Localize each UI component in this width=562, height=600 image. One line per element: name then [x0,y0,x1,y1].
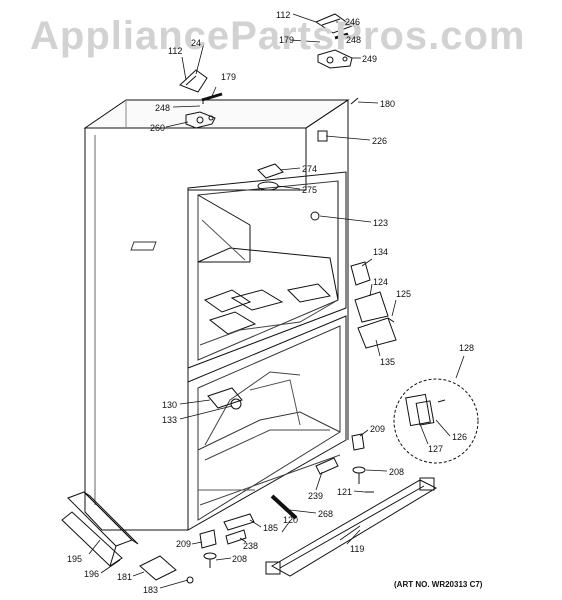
callout-196: 196 [84,569,100,579]
part-275-shape [257,181,279,191]
part-209-right-shape [351,433,365,451]
leader-lines [88,13,465,589]
callout-239: 239 [308,491,324,501]
spring-179b-part [334,32,349,40]
callout-124: 124 [373,277,389,287]
callout-179: 179 [279,35,295,45]
part-209-left-shape [199,529,217,549]
part-119-rail [265,477,438,577]
callout-246: 246 [345,17,361,27]
callout-180: 180 [380,99,396,109]
callout-119: 119 [350,544,365,554]
part-226-shape [317,130,328,142]
callout-248: 248 [155,103,171,113]
top-hinge-left [179,69,216,129]
callout-274: 274 [302,164,318,174]
callout-24: 24 [191,38,202,48]
callout-112: 112 [276,10,291,20]
callout-179: 179 [221,72,237,82]
part-195-grille [61,491,139,567]
callout-209: 209 [176,539,192,549]
callout-268: 268 [318,509,334,519]
freezer-compartment [187,315,347,531]
part-208-right-shape [352,466,366,484]
watermark-text: AppliancePartsPros.com [30,14,526,58]
callout-238: 238 [243,541,259,551]
callout-121: 121 [337,487,353,497]
callout-260: 260 [150,123,166,133]
callout-249: 249 [362,54,378,64]
callout-120: 120 [283,515,299,525]
fresh-food-compartment [130,171,347,369]
callout-135: 135 [380,357,396,367]
callout-183: 183 [143,585,159,595]
detail-callout-128 [393,378,479,464]
callout-208: 208 [232,554,248,564]
callout-248: 248 [346,35,362,45]
spring-179-part [201,92,223,102]
callout-195: 195 [67,554,83,564]
part-134-shape [350,261,371,286]
part-238-shape [225,529,247,545]
callout-130: 130 [162,400,178,410]
part-268-shape [270,494,298,520]
callout-208: 208 [389,467,405,477]
callout-127: 127 [428,444,444,454]
top-hinge-right [314,13,354,69]
part-125-shape [387,317,395,323]
art-number-label: (ART NO. WR20313 C7) [394,580,483,589]
part-181-shape [139,555,177,581]
part-133-shape [230,398,242,410]
part-130-shape [207,387,243,409]
part-239-shape [315,457,339,475]
callout-185: 185 [263,523,279,533]
callout-123: 123 [373,218,389,228]
callout-128: 128 [459,343,475,353]
part-124-shape [354,291,389,323]
part-208-left-shape [203,552,217,568]
callout-181: 181 [117,572,133,582]
part-185-shape [223,513,255,531]
callout-112: 112 [168,46,183,56]
bracket-180-part [350,97,359,105]
callout-226: 226 [372,136,388,146]
callout-134: 134 [373,247,389,257]
callout-126: 126 [452,432,468,442]
callout-125: 125 [396,289,412,299]
callout-133: 133 [162,415,178,425]
part-135-shape [357,317,397,349]
callout-275: 275 [302,185,318,195]
callout-209: 209 [370,424,386,434]
part-123-shape [310,211,320,221]
part-274-shape [257,163,284,179]
